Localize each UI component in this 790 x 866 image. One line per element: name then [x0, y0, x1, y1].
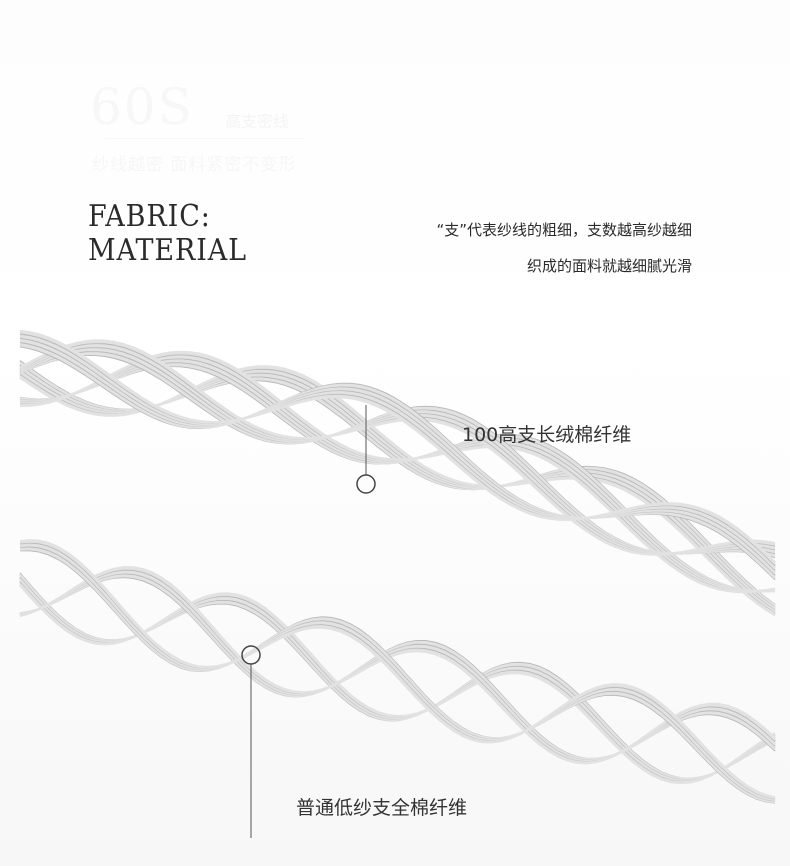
- fiber-strand: [19, 329, 776, 564]
- ghost-60s-title: 60S: [90, 78, 194, 136]
- fiber-strand: [19, 578, 776, 782]
- fiber-strand: [19, 546, 776, 803]
- fiber-strand: [19, 338, 776, 573]
- ghost-subtitle: 高支密线: [225, 112, 290, 131]
- heading-line-2: MATERIAL: [88, 233, 248, 268]
- fiber-strand: [19, 580, 776, 783]
- fiber-strand: [19, 342, 776, 578]
- callout-label-high: 100高支长绒棉纤维: [462, 424, 632, 446]
- callout-marker-low: [241, 645, 261, 665]
- fiber-strand: [19, 566, 776, 765]
- fiber-strand: [19, 538, 776, 799]
- fiber-strand: [19, 581, 776, 783]
- description-line-2: 织成的面料就越细腻光滑: [526, 257, 692, 275]
- fiber-strand: [19, 542, 776, 801]
- heading-line-1: FABRIC:: [88, 199, 211, 234]
- ghost-divider: [105, 138, 305, 139]
- callout-label-low: 普通低纱支全棉纤维: [296, 797, 468, 819]
- callout-marker-high: [356, 474, 376, 494]
- description-line-1: “支”代表纱线的粗细，支数越高纱越细: [436, 221, 692, 239]
- fiber-strand: [19, 351, 776, 594]
- high-count-fiber-rope: [19, 329, 776, 617]
- low-count-fiber-rope: [19, 538, 776, 804]
- description: “支”代表纱线的粗细，支数越高纱越细 织成的面料就越细腻光滑: [436, 212, 692, 284]
- fabric-material-heading: FABRIC: MATERIAL: [88, 200, 247, 268]
- fiber-strand: [19, 584, 776, 785]
- fiber-strand: [19, 583, 776, 784]
- ghost-tagline: 纱线越密 面料紧密不变形: [92, 155, 297, 175]
- fiber-strand: [19, 334, 776, 568]
- fiber-strand: [19, 339, 776, 556]
